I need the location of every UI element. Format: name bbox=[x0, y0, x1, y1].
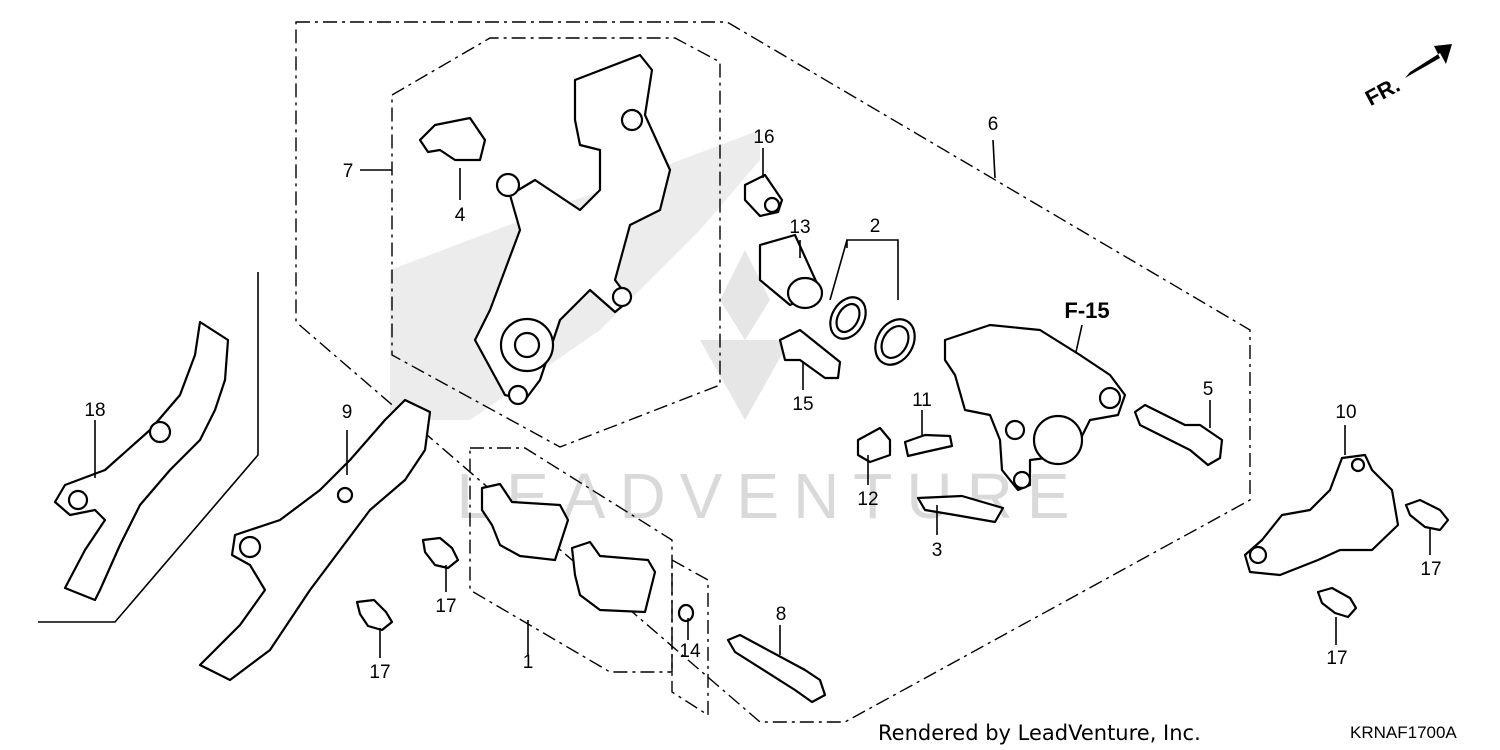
section-line-left bbox=[38, 272, 259, 623]
callout-18: 18 bbox=[84, 400, 105, 421]
disc-guard-icon-2 bbox=[198, 398, 432, 682]
slide-pin-icon bbox=[1133, 403, 1224, 467]
seal-ring-icon bbox=[829, 296, 916, 366]
piston-icon bbox=[758, 233, 824, 310]
kit-boundary-caliper bbox=[295, 21, 1251, 723]
callout-17-c: 17 bbox=[1420, 559, 1441, 580]
callout-4: 4 bbox=[455, 205, 466, 226]
callout-7: 7 bbox=[343, 161, 354, 182]
callout-6: 6 bbox=[988, 114, 999, 135]
callout-17-b: 17 bbox=[369, 662, 390, 683]
caliper-bracket-icon bbox=[473, 53, 672, 406]
pin-clip-icon bbox=[677, 603, 695, 623]
diagram-code: KRNAF1700A bbox=[1350, 723, 1457, 742]
pad-pin-icon bbox=[726, 633, 827, 704]
direction-arrow-icon bbox=[1405, 44, 1452, 78]
pad-retainer-icon bbox=[418, 116, 487, 162]
callout-9: 9 bbox=[342, 402, 353, 423]
callout-13: 13 bbox=[789, 217, 810, 238]
front-direction-indicator: FR. bbox=[1361, 44, 1452, 111]
small-guard-icon bbox=[1243, 453, 1400, 577]
caliper-body-icon bbox=[943, 323, 1127, 492]
direction-label: FR. bbox=[1361, 72, 1404, 111]
pad-spring-icon bbox=[916, 494, 1005, 524]
callout-10: 10 bbox=[1335, 402, 1356, 423]
callout-5: 5 bbox=[1203, 379, 1214, 400]
bleeder-cap-icon bbox=[856, 426, 892, 464]
callout-leaders bbox=[94, 139, 1431, 658]
disc-guard-icon bbox=[53, 320, 230, 602]
kit-boundary-pin-clip bbox=[671, 558, 709, 717]
callout-3: 3 bbox=[932, 540, 943, 561]
callout-12: 12 bbox=[857, 489, 878, 510]
callout-17-d: 17 bbox=[1326, 648, 1347, 669]
callout-11: 11 bbox=[912, 390, 932, 411]
kit-boundary-pads bbox=[469, 447, 673, 673]
kit-boundary-bracket bbox=[391, 37, 721, 448]
callout-2: 2 bbox=[870, 216, 881, 237]
callout-8: 8 bbox=[776, 604, 787, 625]
bleeder-valve-icon bbox=[903, 433, 954, 458]
callout-15: 15 bbox=[792, 394, 813, 415]
brake-pad-icon bbox=[480, 482, 657, 614]
reference-label: F-15 bbox=[1064, 298, 1109, 323]
callout-17-a: 17 bbox=[435, 596, 456, 617]
boot-icon bbox=[743, 173, 784, 218]
pin-bolt-icon bbox=[778, 328, 842, 380]
callout-14: 14 bbox=[679, 641, 701, 662]
callout-1: 1 bbox=[523, 652, 534, 673]
callout-labels: 1 2 3 4 5 6 7 8 9 10 11 12 13 14 15 16 1… bbox=[84, 114, 1441, 683]
callout-16: 16 bbox=[753, 127, 774, 148]
footer-credit: Rendered by LeadVenture, Inc. bbox=[878, 721, 1201, 745]
flange-bolt-icon bbox=[355, 498, 1450, 632]
